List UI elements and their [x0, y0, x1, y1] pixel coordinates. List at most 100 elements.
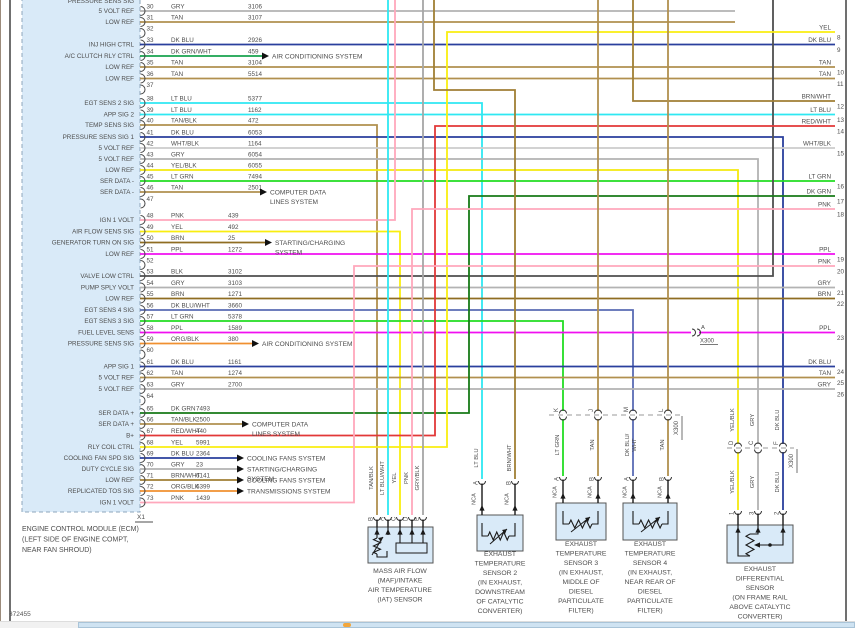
ecm-pin-label: LOW REF	[105, 477, 134, 484]
system-link-label: STARTING/CHARGING	[247, 467, 317, 474]
ecm-pin-label: 5 VOLT REF	[99, 156, 135, 163]
pin-nca-label: NCA	[623, 486, 629, 498]
sensor-caption-line: DIESEL	[569, 589, 593, 596]
scrollbar-marker-chip	[343, 623, 351, 627]
pin-nca-label: NCA	[658, 486, 664, 498]
wire-color-label: DK GRN	[171, 406, 196, 413]
circuit-number: 439	[228, 213, 239, 220]
ecm-pin-bracket	[140, 327, 146, 338]
pin-wire-color-label: TAN	[590, 439, 596, 450]
connector-label: X300	[789, 453, 795, 468]
ecm-caption-line: NEAR FAN SHROUD)	[22, 547, 92, 554]
ecm-pin-bracket	[140, 98, 146, 108]
pin-arrow-icon	[560, 493, 566, 499]
sensor-caption-line: PARTICULATE	[558, 598, 604, 605]
wire-circuit-440	[140, 125, 835, 437]
resistor-lead	[562, 511, 569, 525]
system-link-label: AIR CONDITIONING SYSTEM	[272, 54, 363, 61]
sensor-pin-id: A	[474, 481, 480, 485]
inline-connector-icon	[779, 449, 787, 454]
system-arrow-icon	[237, 454, 244, 462]
sensor-caption-line: NEAR REAR OF	[625, 579, 676, 586]
ecm-pin-bracket	[140, 464, 146, 474]
wire-circuit-3660	[140, 309, 634, 411]
inline-connector-icon	[734, 442, 742, 447]
edge-exit-number: 22	[837, 301, 845, 308]
wire-color-label: TAN/BLK	[171, 417, 198, 424]
pin-arrow-icon	[409, 529, 415, 535]
wire-color-label: TAN/BLK	[171, 118, 198, 125]
ecm-pin-bracket	[140, 143, 146, 153]
circuit-number: 3106	[248, 4, 263, 11]
pin-wire-color-label: DK BLU	[775, 472, 781, 493]
ecm-pin-bracket	[140, 316, 146, 326]
pin-wire-color-label: YEL/BLK	[730, 408, 736, 432]
ecm-pin-label: PRESSURE SENS SIG 1	[63, 134, 135, 141]
ecm-pin-number: 46	[147, 185, 155, 192]
pin-wire-color-label: LT BLU/WHT	[380, 461, 386, 495]
circuit-number: 1272	[228, 247, 243, 254]
circuit-number: 6399	[196, 484, 211, 491]
edge-exit-color-label: PNK	[818, 202, 832, 209]
sensor-caption-line: EXHAUST	[565, 541, 597, 548]
horizontal-scrollbar-track[interactable]	[0, 621, 855, 628]
circuit-number: 5378	[228, 314, 243, 321]
circuit-number: 3104	[248, 60, 263, 67]
ecm-pin-bracket	[140, 132, 146, 142]
sensor-caption-line: (IAT) SENSOR	[377, 597, 422, 604]
wire-color-label: BRN/WHT	[171, 473, 201, 480]
wire-color-label: GRY	[171, 382, 185, 389]
ecm-pin-number: 36	[147, 71, 155, 78]
edge-exit-color-label: TAN	[819, 71, 832, 78]
ecm-pin-number: 48	[147, 213, 155, 220]
sensor-pin-id: B	[369, 517, 375, 521]
edge-exit-number: 12	[837, 104, 845, 111]
ecm-box	[21, 0, 141, 513]
wire-color-label: BRN	[171, 235, 185, 242]
resistor-lead	[481, 523, 488, 537]
wire-color-label: RED/WHT	[171, 428, 201, 435]
inline-connector-icon	[779, 442, 787, 447]
inline-connector-icon	[691, 328, 696, 337]
connector-pin-letter: J	[589, 409, 595, 412]
ecm-pin-bracket	[140, 198, 146, 209]
horizontal-scrollbar-thumb[interactable]	[78, 622, 855, 628]
resistor-arrow-head	[502, 529, 507, 534]
circuit-number: 2364	[196, 451, 211, 458]
circuit-number: 3103	[228, 280, 243, 287]
ecm-pin-bracket	[140, 51, 146, 61]
ecm-pin-number: 31	[147, 15, 155, 22]
wire-color-label: ORG/BLK	[171, 484, 200, 491]
ecm-pin-bracket	[140, 176, 146, 186]
ecm-pin-label: PUMP SPLY VOLT	[81, 285, 134, 292]
circuit-number: 23	[196, 462, 204, 469]
sensor-pin-id: E	[415, 517, 421, 521]
ecm-pin-label-partial: PRESSURE SENS SIG	[68, 0, 134, 5]
wire-color-label: YEL	[171, 224, 183, 231]
ecm-pin-bracket	[140, 84, 146, 95]
sensor-pin-id: 3	[750, 511, 756, 515]
ecm-pin-bracket	[140, 282, 146, 293]
pin-wire-color-label: DK BLU	[775, 410, 781, 431]
pin-wire-color-label: TAN/BLK	[369, 466, 375, 490]
pin-arrow-icon	[595, 493, 601, 499]
ecm-pin-number: 45	[147, 174, 155, 181]
